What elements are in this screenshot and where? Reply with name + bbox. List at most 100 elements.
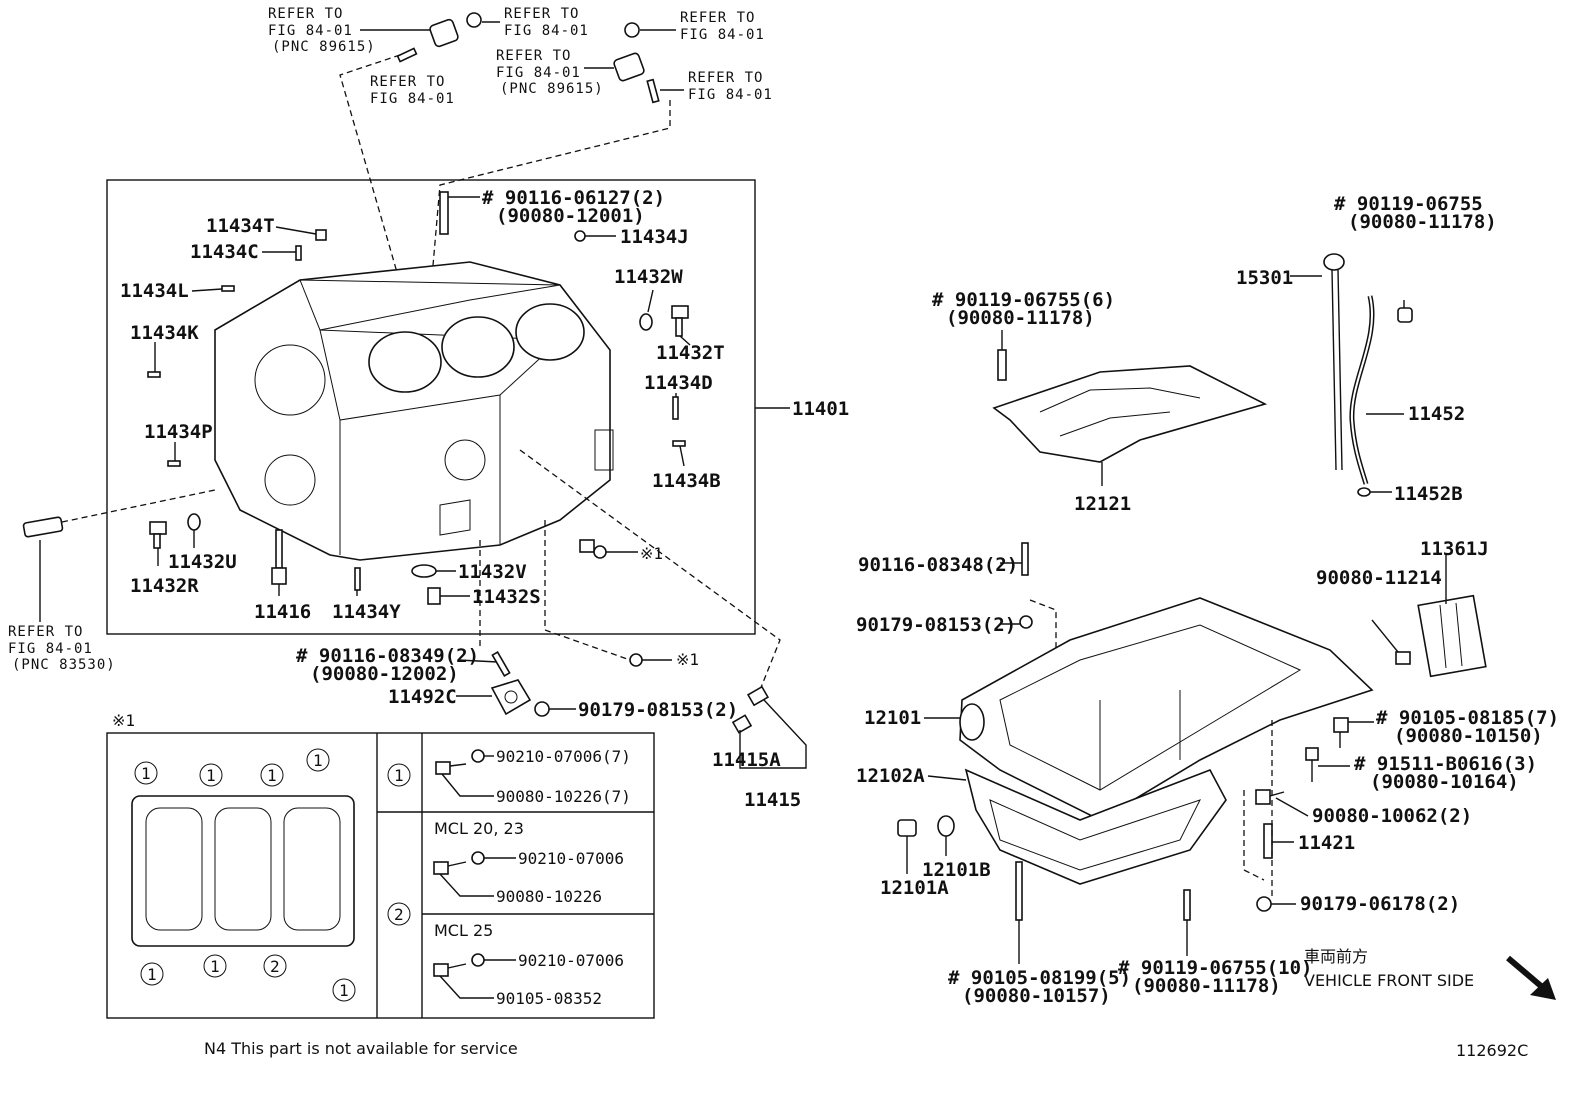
label-nut-90179-08153-pan: 90179-08153(2) (856, 614, 1016, 636)
inset-row3-b: 90105-08352 (496, 989, 602, 1008)
ref-text: FIG 84-01 (688, 87, 773, 103)
ref-text: REFER TO (496, 48, 571, 64)
ref-text: REFER TO (268, 6, 343, 22)
label-bolt-90119-06755-10: # 90119-06755(10) (1118, 957, 1312, 979)
label-11421: 11421 (1298, 832, 1355, 854)
label-star1-a: ※1 (640, 544, 663, 563)
label-11434Y: 11434Y (332, 601, 401, 623)
label-12101A: 12101A (880, 877, 949, 899)
inset-title: ※1 (112, 711, 135, 730)
ref-text: REFER TO (504, 6, 579, 22)
label-11416: 11416 (254, 601, 311, 623)
inset-mcl1: MCL 20, 23 (434, 819, 524, 838)
ref-text: FIG 84-01 (680, 27, 765, 43)
circle-num: 1 (394, 766, 404, 785)
ref-text: REFER TO (8, 624, 83, 640)
label-11434T: 11434T (206, 215, 275, 237)
label-11361J: 11361J (1420, 538, 1489, 560)
inset-row1-b: 90080-10226(7) (496, 787, 631, 806)
footer-note: N4 This part is not available for servic… (204, 1039, 518, 1058)
cylinder-block (214, 261, 614, 561)
ref-callout-4: REFER TO FIG 84-01 (370, 74, 455, 107)
inset-row2-a: 90210-07006 (518, 849, 624, 868)
label-plate-bolt-b: (90080-11178) (946, 307, 1095, 329)
ref-text: REFER TO (370, 74, 445, 90)
label-11432V: 11432V (458, 561, 527, 583)
ref-text: (PNC 89615) (500, 81, 604, 97)
oil-pan-lower (964, 768, 1227, 885)
label-stud-90116-08349: # 90116-08349(2) (296, 645, 479, 667)
nut-star1 (629, 653, 643, 667)
ref-text: REFER TO (688, 70, 763, 86)
label-bolt-90080-10164: (90080-10164) (1370, 771, 1519, 793)
circle-num: 1 (313, 751, 323, 770)
label-bolt-90080-11178: (90080-11178) (1132, 975, 1281, 997)
ref-text: (PNC 83530) (12, 657, 116, 673)
ref-callout-5: REFER TO FIG 84-01 (PNC 89615) (496, 48, 645, 97)
label-star1-b: ※1 (676, 650, 699, 669)
ref-text: FIG 84-01 (504, 23, 589, 39)
oil-pan-upper (924, 597, 1374, 821)
vehicle-front-jp: 車両前方 (1304, 947, 1368, 966)
label-11432U: 11432U (168, 551, 237, 573)
label-12102A: 12102A (856, 765, 925, 787)
label-11452B: 11452B (1394, 483, 1463, 505)
ref-callout-2: REFER TO FIG 84-01 (482, 6, 589, 39)
label-stud-90080-12002: (90080-12002) (310, 663, 459, 685)
label-11434K: 11434K (130, 322, 199, 344)
circle-num: 1 (267, 766, 277, 785)
inset-row3-a: 90210-07006 (518, 951, 624, 970)
label-11401: 11401 (792, 398, 849, 420)
block-small-parts (147, 191, 689, 605)
ref-text: REFER TO (680, 10, 755, 26)
ref-text: FIG 84-01 (370, 91, 455, 107)
label-11434L: 11434L (120, 280, 189, 302)
label-stud-90116-06127: # 90116-06127(2) (482, 187, 665, 209)
knock-sensor: REFER TO FIG 84-01 (PNC 83530) (8, 489, 216, 673)
label-11434J: 11434J (620, 226, 689, 248)
label-dip-bolt-a: # 90119-06755 (1334, 193, 1483, 215)
label-12121: 12121 (1074, 493, 1131, 515)
label-11415: 11415 (744, 789, 801, 811)
gasket-11492C (490, 679, 532, 716)
label-bolt-90080-10150: (90080-10150) (1394, 725, 1543, 747)
label-bolt-90080-10062: 90080-10062(2) (1312, 805, 1472, 827)
label-11432W: 11432W (614, 266, 683, 288)
circle-num: 1 (210, 957, 220, 976)
label-11434C: 11434C (190, 241, 259, 263)
inset-mcl2: MCL 25 (434, 921, 493, 940)
inset-bolt-circles: 1 1 1 1 1 1 2 1 1 2 (134, 748, 411, 1002)
label-stud-90080-12001: (90080-12001) (496, 205, 645, 227)
label-15301: 15301 (1236, 267, 1293, 289)
label-12101B: 12101B (922, 859, 991, 881)
circle-num: 2 (270, 957, 280, 976)
label-11432R: 11432R (130, 575, 199, 597)
ref-callout-1: REFER TO FIG 84-01 (PNC 89615) (268, 6, 432, 55)
ref-text: FIG 84-01 (8, 641, 93, 657)
label-nut-90179-08153: 90179-08153(2) (578, 699, 738, 721)
label-11432T: 11432T (656, 342, 725, 364)
circle-num: 1 (141, 764, 151, 783)
label-bolt-91511-B0616: # 91511-B0616(3) (1354, 753, 1537, 775)
label-11434D: 11434D (644, 372, 713, 394)
ref-text: FIG 84-01 (496, 65, 581, 81)
label-11434B: 11434B (652, 470, 721, 492)
label-11434P: 11434P (144, 421, 213, 443)
vehicle-front-en: VEHICLE FRONT SIDE (1304, 971, 1474, 990)
inset-row2-b: 90080-10226 (496, 887, 602, 906)
label-11452: 11452 (1408, 403, 1465, 425)
figure-id: 112692C (1456, 1041, 1528, 1060)
label-bolt-90105-08199: # 90105-08199(5) (948, 967, 1131, 989)
label-11415A: 11415A (712, 749, 781, 771)
label-nut-90179-06178: 90179-06178(2) (1300, 893, 1460, 915)
inset-row1-a: 90210-07006(7) (496, 747, 631, 766)
front-arrow-icon (1506, 955, 1556, 1000)
label-bolt-90080-11214: 90080-11214 (1316, 567, 1442, 589)
circle-num: 1 (206, 766, 216, 785)
ref-callout-3: REFER TO FIG 84-01 (624, 10, 765, 43)
label-bolt-90105-08185: # 90105-08185(7) (1376, 707, 1559, 729)
circle-num: 1 (147, 965, 157, 984)
label-11432S: 11432S (472, 586, 541, 608)
inset-table: ※1 1 1 1 1 1 1 2 1 1 2 90210-07006(7) 9 (106, 711, 655, 1019)
